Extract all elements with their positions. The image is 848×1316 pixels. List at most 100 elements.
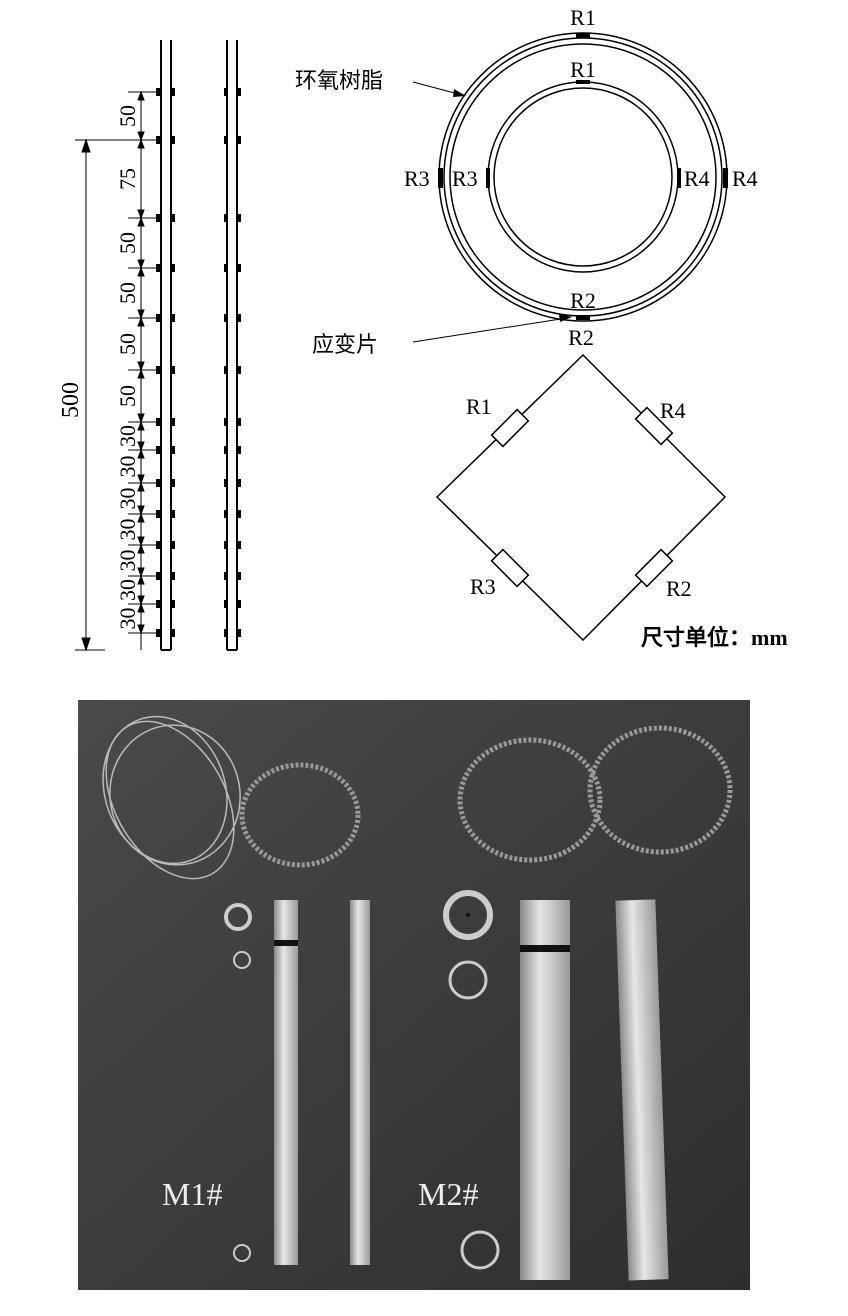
gauge-mark <box>156 446 161 454</box>
dimension-label: 50 <box>115 282 140 304</box>
gauge-mark <box>237 136 241 144</box>
dimension-arrow <box>137 474 145 485</box>
dimension-label: 50 <box>115 105 140 127</box>
gauge-mark <box>237 479 241 487</box>
dimension-arrow <box>137 512 145 523</box>
dimension-arrow <box>137 574 145 585</box>
label-m2: M2# <box>418 1176 478 1212</box>
gauge-mark <box>237 88 241 96</box>
epoxy-label: 环氧树脂 <box>295 68 383 93</box>
gauge-mark <box>224 314 228 322</box>
gauge-mark <box>171 314 175 322</box>
outer-label-r4: R4 <box>732 166 758 191</box>
dimension-label: 30 <box>115 519 140 541</box>
gauge-mark <box>224 572 228 580</box>
gauge-mark <box>171 541 175 549</box>
wire-bundle <box>102 715 241 880</box>
gauge-mark <box>156 629 161 637</box>
gauge-mark <box>224 264 228 272</box>
specimen-left <box>160 40 172 651</box>
dimension-label: 50 <box>115 232 140 254</box>
gauge-mark <box>237 264 241 272</box>
dimension-arrow <box>137 567 145 578</box>
gauge-mark <box>156 479 161 487</box>
dimension-arrow <box>137 259 145 270</box>
inner-label-r2: R2 <box>570 288 596 313</box>
gauge-mark <box>237 510 241 518</box>
dimension-arrow <box>137 624 145 635</box>
gauge-mark <box>171 629 175 637</box>
gauge-mark <box>171 264 175 272</box>
bridge-label-r4: R4 <box>660 398 686 423</box>
gauge-mark <box>237 600 241 608</box>
dimension-arrow <box>137 90 145 101</box>
gauge-mark <box>224 629 228 637</box>
unit-note: 尺寸单位：mm <box>641 625 788 650</box>
dimension-label: 30 <box>115 550 140 572</box>
rings <box>224 890 500 1270</box>
lead-coils <box>239 725 733 868</box>
dimension-label: 30 <box>115 488 140 510</box>
dimension-label: 30 <box>115 425 140 447</box>
gauge-mark <box>156 136 161 144</box>
rod-m2-a <box>520 900 570 1280</box>
gauge-mark <box>156 314 161 322</box>
dimension-lines <box>128 90 158 650</box>
gauge-mark <box>224 600 228 608</box>
gauge-mark <box>156 572 161 580</box>
dimension-arrow <box>137 266 145 277</box>
dimension-arrow <box>137 316 145 327</box>
dimension-label: 50 <box>115 385 140 407</box>
gauge-mark <box>156 214 161 222</box>
gauge-mark <box>171 479 175 487</box>
dimension-label: 30 <box>115 456 140 478</box>
dimension-arrow <box>137 216 145 227</box>
dimension-label: 50 <box>115 333 140 355</box>
gauge-mark <box>171 446 175 454</box>
gauge-mark <box>171 366 175 374</box>
specimen-photo <box>78 700 750 1290</box>
bridge-label-r3: R3 <box>470 574 496 599</box>
dimension-arrow <box>137 309 145 320</box>
bridge-label-r2: R2 <box>666 576 692 601</box>
dimension-arrow <box>137 131 145 142</box>
gauge-mark <box>171 136 175 144</box>
gauge-mark <box>224 366 228 374</box>
strain-gauge-marks <box>156 88 241 637</box>
rod-m1-a <box>274 900 298 1265</box>
gauge-mark <box>237 314 241 322</box>
gauge-mark <box>237 418 241 426</box>
gauge-mark <box>171 572 175 580</box>
bridge-label-r1: R1 <box>466 394 492 419</box>
gauge-mark <box>237 446 241 454</box>
gauge-mark <box>224 510 228 518</box>
rod-m1-b <box>350 900 370 1265</box>
dimension-arrow <box>137 361 145 372</box>
total-dimension <box>75 138 140 652</box>
dimension-arrow <box>137 536 145 547</box>
gauge-label: 应变片 <box>312 332 378 357</box>
dimension-arrow <box>137 481 145 492</box>
gauge-mark <box>156 600 161 608</box>
outer-label-r3: R3 <box>404 166 430 191</box>
gauge-mark <box>156 418 161 426</box>
gauge-mark <box>171 214 175 222</box>
inner-label-r4: R4 <box>684 166 710 191</box>
dimension-arrow <box>137 595 145 606</box>
gauge-mark <box>237 572 241 580</box>
dimension-arrow <box>137 602 145 613</box>
gauge-mark <box>237 541 241 549</box>
dimension-label: 75 <box>115 168 140 190</box>
gauge-mark <box>156 541 161 549</box>
gauge-mark <box>224 446 228 454</box>
rod-m2-b <box>615 899 669 1281</box>
gauge-mark <box>156 264 161 272</box>
gauge-mark <box>224 88 228 96</box>
gauge-arrow <box>412 314 572 343</box>
bridge-resistors <box>490 406 674 588</box>
section-gauges <box>438 33 728 320</box>
gauge-mark <box>171 600 175 608</box>
dimension-arrow <box>137 138 145 149</box>
gauge-mark <box>224 214 228 222</box>
gauge-mark <box>156 88 161 96</box>
